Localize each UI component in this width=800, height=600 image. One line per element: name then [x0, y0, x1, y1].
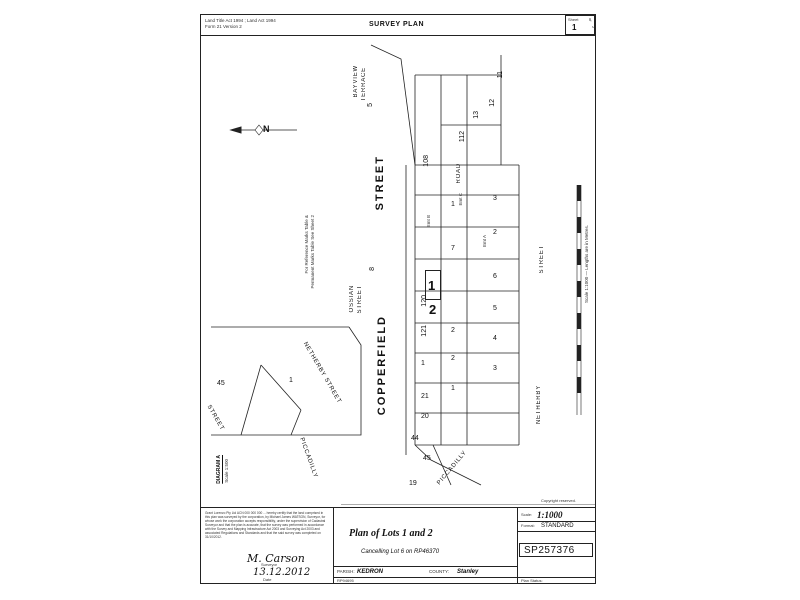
copperfield-street-label: COPPERFIELD: [376, 315, 388, 416]
sheet-label: Sheet: [568, 17, 579, 22]
lot-8: 8: [369, 267, 376, 271]
lot-13: 13: [473, 111, 480, 119]
plan-title: Plan of Lots 1 and 2: [349, 528, 433, 539]
terrace-label: TERRACE: [361, 67, 367, 102]
plan-number: SP257376: [524, 545, 575, 556]
sheet-total: 2: [591, 26, 596, 29]
lot-3: 3: [493, 365, 497, 372]
parish-value: KEDRON: [357, 569, 384, 575]
ossian-street-label: STREET: [357, 285, 363, 314]
surveyor-signature: M. Carson: [247, 552, 305, 565]
meridian-reference: RP94695: [337, 578, 354, 583]
form-version: Form 21 Version 2: [205, 24, 242, 29]
lot-121: 121: [421, 325, 428, 337]
street-label-upper: STREET: [374, 155, 386, 211]
format-value: STANDARD: [541, 523, 574, 529]
lot-21: 21: [421, 393, 429, 400]
plan-drawing: [211, 44, 595, 505]
easement-c: Emt C: [458, 193, 463, 206]
permanent-marks-note: Permanent Marks Table See Sheet 2: [310, 215, 315, 289]
date-label: Date: [263, 577, 272, 582]
surveyor-role: Surveyor: [261, 562, 278, 567]
scale-bar-label: Scale 1:1000 — Lengths are in Metres.: [584, 225, 589, 304]
plan-type-title: SURVEY PLAN: [369, 21, 425, 28]
lot-12: 12: [489, 99, 496, 107]
lot-45: 45: [423, 455, 431, 462]
lot-1-left: 1: [451, 385, 455, 392]
bayview-label: BAYVIEW: [353, 65, 359, 98]
sheet-number: 1: [572, 23, 577, 32]
title-block-divider: [201, 507, 595, 508]
scale-label: Scale:: [521, 512, 533, 517]
easement-b: Emt B: [426, 215, 431, 228]
parish-label: PARISH:: [337, 569, 355, 574]
county-value: Stanley: [457, 569, 479, 575]
lot-6: 6: [493, 273, 497, 280]
plan-number-box: SP257376: [519, 543, 593, 557]
lot-5: 5: [367, 103, 374, 107]
sheet-of: of: [588, 18, 593, 22]
lot-1-diagram: 1: [289, 377, 293, 384]
lot-2-mid: 2: [451, 327, 455, 334]
north-arrow: [229, 124, 297, 136]
lot-20: 20: [421, 413, 429, 420]
lot-3-upper: 3: [493, 195, 497, 202]
acts-reference: Land Title Act 1994 ; Land Act 1994: [205, 18, 276, 23]
scale-value: 1:1000: [537, 510, 563, 520]
lot-7: 7: [451, 245, 455, 252]
lot-44: 44: [411, 435, 419, 442]
lot-108: 108: [423, 155, 430, 167]
lot-2-label: 2: [429, 302, 437, 317]
lot-4: 4: [493, 335, 497, 342]
survey-date: 13.12.2012: [253, 567, 311, 578]
ossian-label: OSSIAN: [349, 285, 355, 313]
survey-plan-sheet: Land Title Act 1994 ; Land Act 1994 Form…: [200, 14, 596, 584]
lot-1-label: 1: [428, 278, 436, 293]
netherby-label: NETHERBY: [536, 385, 542, 425]
format-label: Format:: [521, 523, 535, 528]
copyright: Copyright reserved.: [541, 498, 576, 503]
plan-status-label: Plan Status:: [521, 578, 543, 583]
lot-2-right: 2: [493, 229, 497, 236]
surveyor-certificate: Grant Lorenzo Pty Ltd ACN 000 000 000 ..…: [205, 511, 326, 539]
header-divider: [201, 35, 595, 36]
county-label: COUNTY:: [429, 569, 450, 574]
cancelling-note: Cancelling Lot 6 on RP46370: [361, 549, 440, 555]
lot-1-upper: 1: [451, 201, 455, 208]
lot-120: 120: [421, 295, 428, 307]
easement-a: Emt A: [482, 235, 487, 248]
road-label: ROAD: [456, 163, 462, 184]
reference-marks-note: For Reference Marks Table &: [304, 215, 309, 274]
north-label: N: [263, 124, 270, 134]
lot-1-box: 1: [425, 270, 441, 300]
lot-11: 11: [497, 71, 504, 79]
copperfield-street-boundary: [370, 44, 416, 445]
lot-5: 5: [493, 305, 497, 312]
lot-112: 112: [459, 131, 466, 143]
sheet-box: Sheet 1 of 2: [565, 15, 596, 35]
lot-1-mid: 1: [421, 360, 425, 367]
lot-45-diagram: 45: [217, 380, 225, 387]
netherby-street-label: STREET: [539, 245, 545, 274]
lot-19: 19: [409, 480, 417, 487]
diagram-a-scale: Scale 1:500: [224, 459, 229, 483]
lot-2-left: 2: [451, 355, 455, 362]
diagram-a-title: DIAGRAM A: [216, 455, 222, 484]
